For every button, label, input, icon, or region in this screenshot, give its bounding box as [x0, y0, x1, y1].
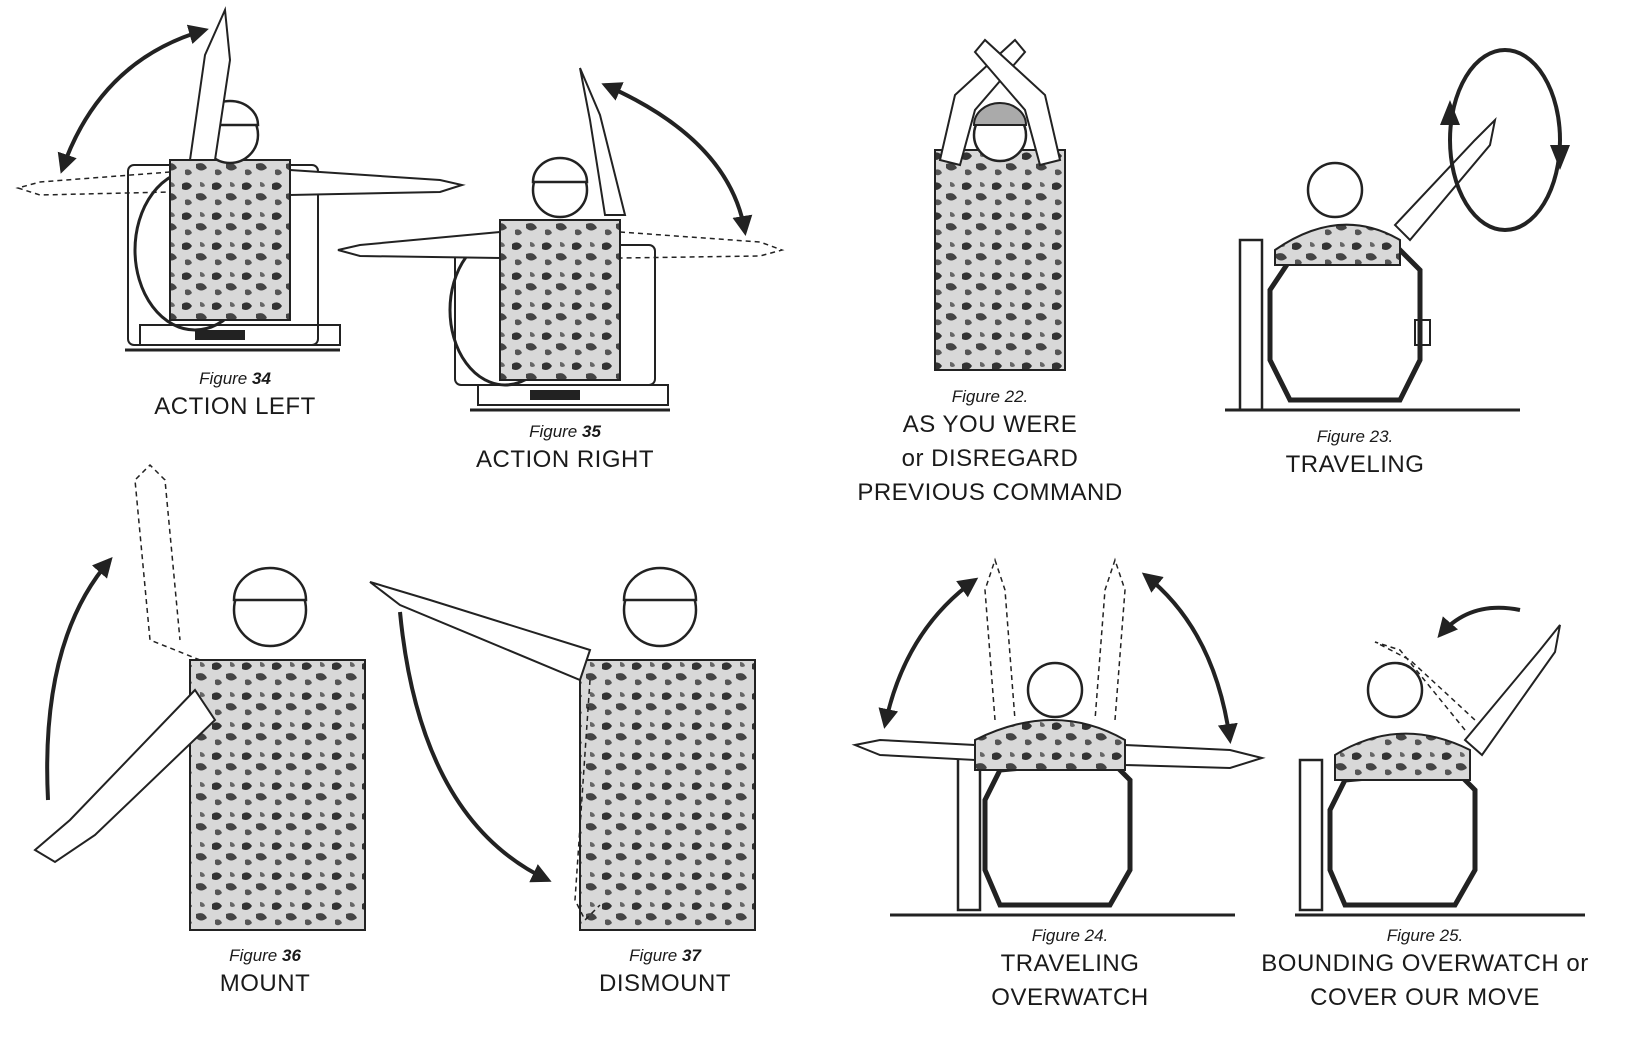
caption-figure-35: Figure 35 ACTION RIGHT	[440, 421, 690, 477]
caption-figure-34: Figure 34 ACTION LEFT	[110, 368, 360, 424]
figure-title: DISMOUNT	[599, 970, 731, 997]
figure-title: TRAVELING	[1285, 451, 1425, 478]
figure-title: COVER OUR MOVE	[1310, 984, 1540, 1011]
figure-title: or DISREGARD	[901, 445, 1079, 472]
figure-label: Figure 36	[229, 946, 301, 965]
figure-35-illustration	[337, 67, 785, 412]
caption-figure-22: Figure 22. AS YOU WERE or DISREGARD PREV…	[830, 386, 1150, 510]
figure-title: OVERWATCH	[991, 984, 1149, 1011]
figure-label: Figure 25.	[1386, 926, 1464, 945]
figure-24-illustration	[851, 557, 1266, 917]
figure-title: PREVIOUS COMMAND	[857, 479, 1123, 506]
figure-label: Figure 37	[629, 946, 701, 965]
figure-37-illustration	[369, 566, 756, 931]
caption-figure-36: Figure 36 MOUNT	[140, 945, 390, 1001]
caption-figure-24: Figure 24. TRAVELING OVERWATCH	[935, 925, 1205, 1015]
figure-title: ACTION RIGHT	[476, 446, 654, 473]
figure-label: Figure 35	[529, 422, 601, 441]
figure-title: TRAVELING	[1000, 950, 1140, 977]
figure-label: Figure 24.	[1031, 926, 1109, 945]
figure-label: Figure 23.	[1316, 427, 1394, 446]
figure-label: Figure 22.	[951, 387, 1029, 406]
figure-title: MOUNT	[219, 970, 311, 997]
figure-title: AS YOU WERE	[902, 411, 1078, 438]
figure-25-illustration	[1295, 605, 1585, 917]
figure-22-illustration	[934, 38, 1066, 371]
caption-figure-25: Figure 25. BOUNDING OVERWATCH or COVER O…	[1235, 925, 1615, 1015]
figure-label: Figure 34	[199, 369, 271, 388]
figure-title: BOUNDING OVERWATCH or	[1261, 950, 1589, 977]
figure-36-illustration	[33, 463, 366, 931]
figure-34-illustration	[15, 6, 466, 352]
caption-figure-23: Figure 23. TRAVELING	[1230, 426, 1480, 482]
caption-figure-37: Figure 37 DISMOUNT	[540, 945, 790, 1001]
figure-23-illustration	[1225, 48, 1570, 412]
figure-title: ACTION LEFT	[154, 393, 316, 420]
